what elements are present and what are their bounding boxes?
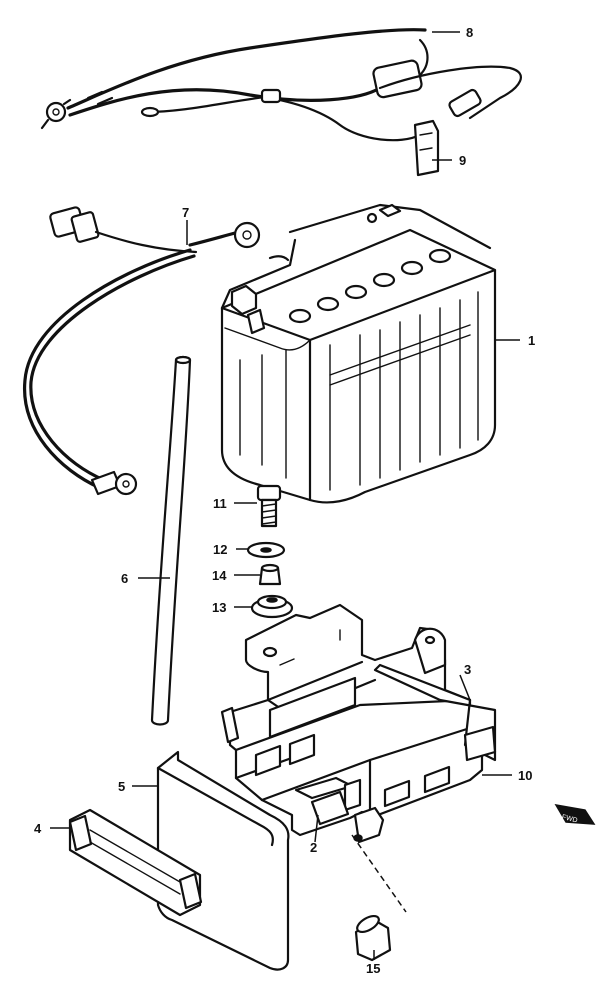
forward-direction-arrow-icon: FWD [554,803,596,825]
collar-part-14 [258,563,282,586]
callout-9: 9 [459,153,466,168]
breather-tube-part-6 [150,355,192,726]
callout-labels: 1 2 3 4 5 6 7 8 9 10 11 12 13 14 15 [34,25,535,976]
battery-lead-part-7 [23,206,261,496]
grommet-part-13 [250,594,294,619]
battery-holder-part-10 [220,603,484,844]
cushion-pad-part-3 [373,663,497,762]
cover-plate-part-5 [156,750,290,971]
callout-11: 11 [213,496,227,511]
callout-leaders [50,31,520,960]
callout-3: 3 [464,662,471,677]
connector-clip-part-9 [413,119,440,177]
callout-1: 1 [528,333,535,348]
forward-badge-label: FWD [561,814,578,825]
callout-14: 14 [212,568,227,583]
battery-cable-harness-part-8 [40,28,522,142]
callout-13: 13 [212,600,226,615]
callout-2: 2 [310,840,317,855]
battery-part-1 [220,203,497,504]
callout-12: 12 [213,542,227,557]
battery-band-part-4 [68,808,203,917]
callout-5: 5 [118,779,125,794]
bolt-part-11 [256,484,282,528]
damper-cushion-part-15 [354,914,392,962]
callout-4: 4 [34,821,42,836]
callout-10: 10 [518,768,532,783]
callout-6: 6 [121,571,128,586]
callout-7: 7 [182,205,189,220]
callout-8: 8 [466,25,473,40]
washer-part-12 [246,541,286,559]
callout-15: 15 [366,961,380,976]
